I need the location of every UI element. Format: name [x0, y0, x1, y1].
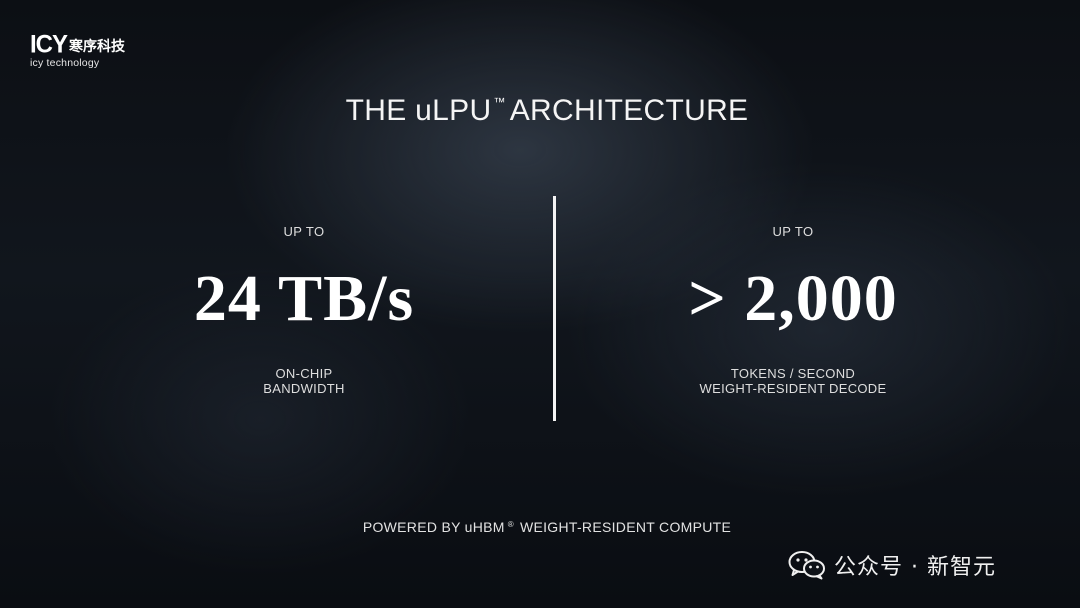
powered-text: POWERED BY uHBM: [362, 519, 505, 535]
caption-line: WEIGHT-RESIDENT DECODE: [699, 381, 887, 396]
tokens-metric: UP TO > 2,000 TOKENS / SECOND WEIGHT-RES…: [583, 222, 1003, 396]
logo-top-row: ICY 寒序科技: [30, 30, 170, 59]
powered-by-line: POWERED BY uHBM® WEIGHT-RESIDENT COMPUTE: [0, 519, 1080, 535]
trademark-symbol: ™: [493, 95, 506, 109]
metric-prefix: UP TO: [283, 224, 325, 239]
logo-subtitle: icy technology: [30, 57, 100, 69]
powered-suffix: WEIGHT-RESIDENT COMPUTE: [519, 519, 732, 535]
logo-mark: ICY: [30, 30, 68, 59]
watermark-text: 公众号 · 新智元: [834, 555, 996, 580]
registered-symbol: ®: [507, 520, 514, 529]
bandwidth-metric: UP TO 24 TB/s ON-CHIP BANDWIDTH: [94, 222, 514, 396]
caption-line: ON-CHIP: [275, 366, 333, 381]
metric-prefix: UP TO: [772, 224, 814, 239]
wechat-watermark: 公众号 · 新智元: [788, 548, 996, 582]
title-suffix: ARCHITECTURE: [509, 94, 749, 127]
metric-value: 24 TB/s: [193, 262, 415, 335]
metric-caption: ON-CHIP BANDWIDTH: [94, 366, 514, 396]
metric-caption: TOKENS / SECOND WEIGHT-RESIDENT DECODE: [583, 366, 1003, 396]
caption-line: TOKENS / SECOND: [730, 366, 856, 381]
metric-value: > 2,000: [688, 262, 898, 335]
wechat-icon: [788, 551, 825, 580]
vertical-divider: [553, 196, 556, 421]
logo-chinese-name: 寒序科技: [69, 39, 126, 55]
title-main: THE uLPU: [345, 94, 492, 127]
company-logo: ICY 寒序科技 icy technology: [30, 32, 170, 72]
caption-line: BANDWIDTH: [263, 381, 345, 396]
